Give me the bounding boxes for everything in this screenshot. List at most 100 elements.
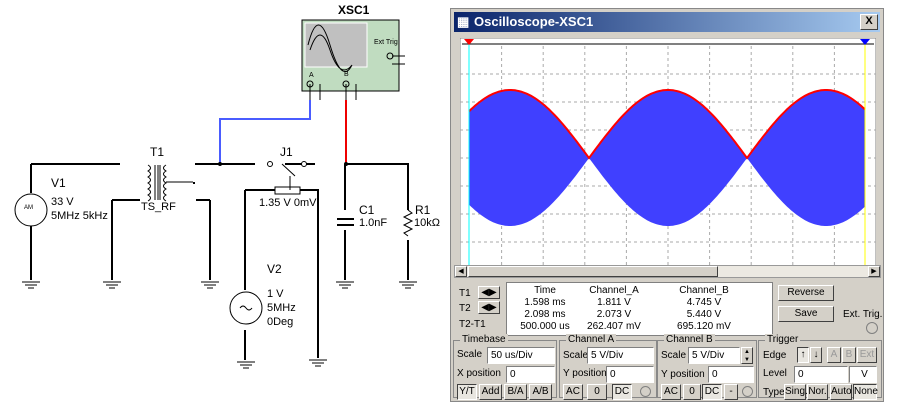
- channel-b-invert-button[interactable]: -: [724, 384, 738, 400]
- t1-arrows-button[interactable]: ◀▶: [478, 286, 500, 299]
- window-title: Oscilloscope-XSC1: [474, 14, 594, 29]
- level-label: Level: [763, 368, 787, 379]
- c1-name: C1: [359, 203, 375, 217]
- channel-a-trace: [469, 90, 865, 226]
- readout-cell: 500.000 us: [520, 321, 570, 332]
- readout-cell: 1.811 V: [597, 297, 631, 308]
- trigger-source-a[interactable]: A: [827, 347, 841, 363]
- c1-value: 1.0nF: [359, 217, 388, 229]
- channel-b-group: Channel B Scale 5 V/Div ▲▼ Y position 0 …: [657, 334, 757, 400]
- readout-cell: 2.098 ms: [524, 309, 566, 320]
- t2-t1-label: T2-T1: [459, 319, 486, 330]
- rising-edge-button[interactable]: ↑: [797, 347, 809, 363]
- channel-b-zero-button[interactable]: 0: [683, 384, 701, 400]
- title-bar[interactable]: ▦ Oscilloscope-XSC1 X: [454, 12, 880, 32]
- channel-a-ac-button[interactable]: AC: [563, 384, 583, 400]
- v2-phase: 0Deg: [267, 316, 294, 328]
- timebase-title: Timebase: [460, 334, 508, 345]
- x-position-input[interactable]: 0: [506, 366, 555, 383]
- channel-b-trace: [468, 89, 866, 160]
- channel-b-scale-input[interactable]: 5 V/Div: [688, 347, 740, 364]
- trigger-title: Trigger: [765, 334, 801, 345]
- t1-model: TS_RF: [141, 201, 176, 213]
- scroll-right-button[interactable]: ▶: [868, 266, 880, 277]
- scope-b-label: B: [344, 71, 349, 78]
- ext-trig-label: Ext. Trig.: [843, 309, 883, 320]
- x-position-label: X position: [457, 368, 501, 379]
- trigger-none-button[interactable]: None: [853, 384, 878, 400]
- ext-trig-terminal[interactable]: [866, 322, 878, 334]
- mode-ab-button[interactable]: A/B: [529, 384, 552, 400]
- t2-arrows-button[interactable]: ◀▶: [478, 301, 500, 314]
- channel-b-ypos-input[interactable]: 0: [708, 366, 754, 383]
- readout-cell: 262.407 mV: [587, 321, 641, 332]
- scroll-thumb[interactable]: [468, 266, 718, 277]
- v1-name: V1: [51, 176, 66, 190]
- v1-value: 33 V: [51, 196, 74, 208]
- channel-a-ypos-input[interactable]: 0: [606, 366, 654, 383]
- save-button[interactable]: Save: [778, 306, 834, 322]
- edge-label: Edge: [763, 350, 787, 361]
- trigger-level-unit[interactable]: V: [849, 366, 877, 383]
- channel-b-terminal[interactable]: [742, 386, 753, 397]
- trigger-source-b[interactable]: B: [842, 347, 856, 363]
- v2-value: 1 V: [267, 288, 284, 300]
- cursor-2-handle[interactable]: [860, 39, 870, 45]
- readout-cell: 5.440 V: [686, 309, 722, 320]
- close-button[interactable]: X: [860, 14, 878, 30]
- cursor-1-handle[interactable]: [464, 39, 474, 45]
- channel-b-ac-button[interactable]: AC: [661, 384, 681, 400]
- channel-b-ypos-label: Y position: [661, 369, 705, 380]
- oscilloscope-window: ▦ Oscilloscope-XSC1 X ◀ ▶ T1 ◀▶ T2 ◀▶ T2…: [450, 8, 884, 402]
- channel-a-dc-button[interactable]: DC: [612, 384, 632, 400]
- readout-cell: 2.073 V: [596, 309, 632, 320]
- cursor-readout: Time Channel_A Channel_B 1.598 ms 1.811 V 4.7…: [506, 282, 773, 336]
- scope-a-label: A: [309, 72, 314, 79]
- readout-cell: 4.745 V: [686, 297, 722, 308]
- falling-edge-button[interactable]: ↓: [810, 347, 822, 363]
- timebase-scale-input[interactable]: 50 us/Div: [487, 347, 555, 364]
- j1-name: J1: [280, 145, 293, 159]
- channel-a-group: Channel A Scale 5 V/Div Y position 0 AC …: [559, 334, 657, 400]
- trigger-normal-button[interactable]: Nor.: [807, 384, 828, 400]
- scope-screen[interactable]: [460, 38, 876, 271]
- channel-b-scale-spinner[interactable]: ▲▼: [741, 347, 753, 364]
- circuit-schematic: [14, 19, 417, 369]
- v1-symbol: AM: [24, 205, 33, 211]
- readout-header: Time: [534, 285, 556, 296]
- trigger-level-input[interactable]: 0: [794, 366, 848, 383]
- channel-a-title: Channel A: [566, 334, 617, 345]
- scope-label: XSC1: [338, 3, 370, 17]
- scroll-left-button[interactable]: ◀: [455, 266, 467, 277]
- r1-name: R1: [415, 203, 431, 217]
- channel-b-dc-button[interactable]: DC: [702, 384, 722, 400]
- type-label: Type: [763, 387, 785, 398]
- channel-a-ypos-label: Y position: [563, 368, 607, 379]
- app-icon: ▦: [457, 14, 470, 29]
- ext-trig-label: Ext Trig: [374, 39, 398, 46]
- trigger-auto-button[interactable]: Auto: [830, 384, 852, 400]
- timebase-scale-label: Scale: [457, 349, 483, 360]
- mode-add-button[interactable]: Add: [479, 384, 502, 400]
- trigger-group: Trigger Edge ↑ ↓ A B Ext Level 0 V Type …: [758, 334, 882, 400]
- horizontal-scrollbar[interactable]: ◀ ▶: [454, 265, 881, 278]
- channel-b-scale-label: Scale: [661, 350, 687, 361]
- v2-name: V2: [267, 262, 282, 276]
- trigger-source-ext[interactable]: Ext: [857, 347, 877, 363]
- readout-header: Channel_B: [679, 285, 729, 296]
- readout-cell: 1.598 ms: [524, 297, 566, 308]
- channel-a-terminal[interactable]: [640, 386, 651, 397]
- readout-header: Channel_A: [589, 285, 639, 296]
- timebase-group: Timebase Scale 50 us/Div X position 0 Y/…: [453, 334, 557, 400]
- r1-value: 10kΩ: [414, 217, 440, 229]
- v2-freq: 5MHz: [267, 302, 296, 314]
- t1-name: T1: [150, 145, 165, 159]
- mode-yt-button[interactable]: Y/T: [457, 384, 477, 400]
- mode-ba-button[interactable]: B/A: [504, 384, 527, 400]
- j1-ctrl: 1.35 V 0mV: [259, 197, 317, 209]
- channel-a-zero-button[interactable]: 0: [587, 384, 607, 400]
- trigger-single-button[interactable]: Sing.: [784, 384, 808, 400]
- readout-cell: 695.120 mV: [677, 321, 731, 332]
- reverse-button[interactable]: Reverse: [778, 285, 834, 301]
- channel-a-scale-input[interactable]: 5 V/Div: [587, 347, 654, 364]
